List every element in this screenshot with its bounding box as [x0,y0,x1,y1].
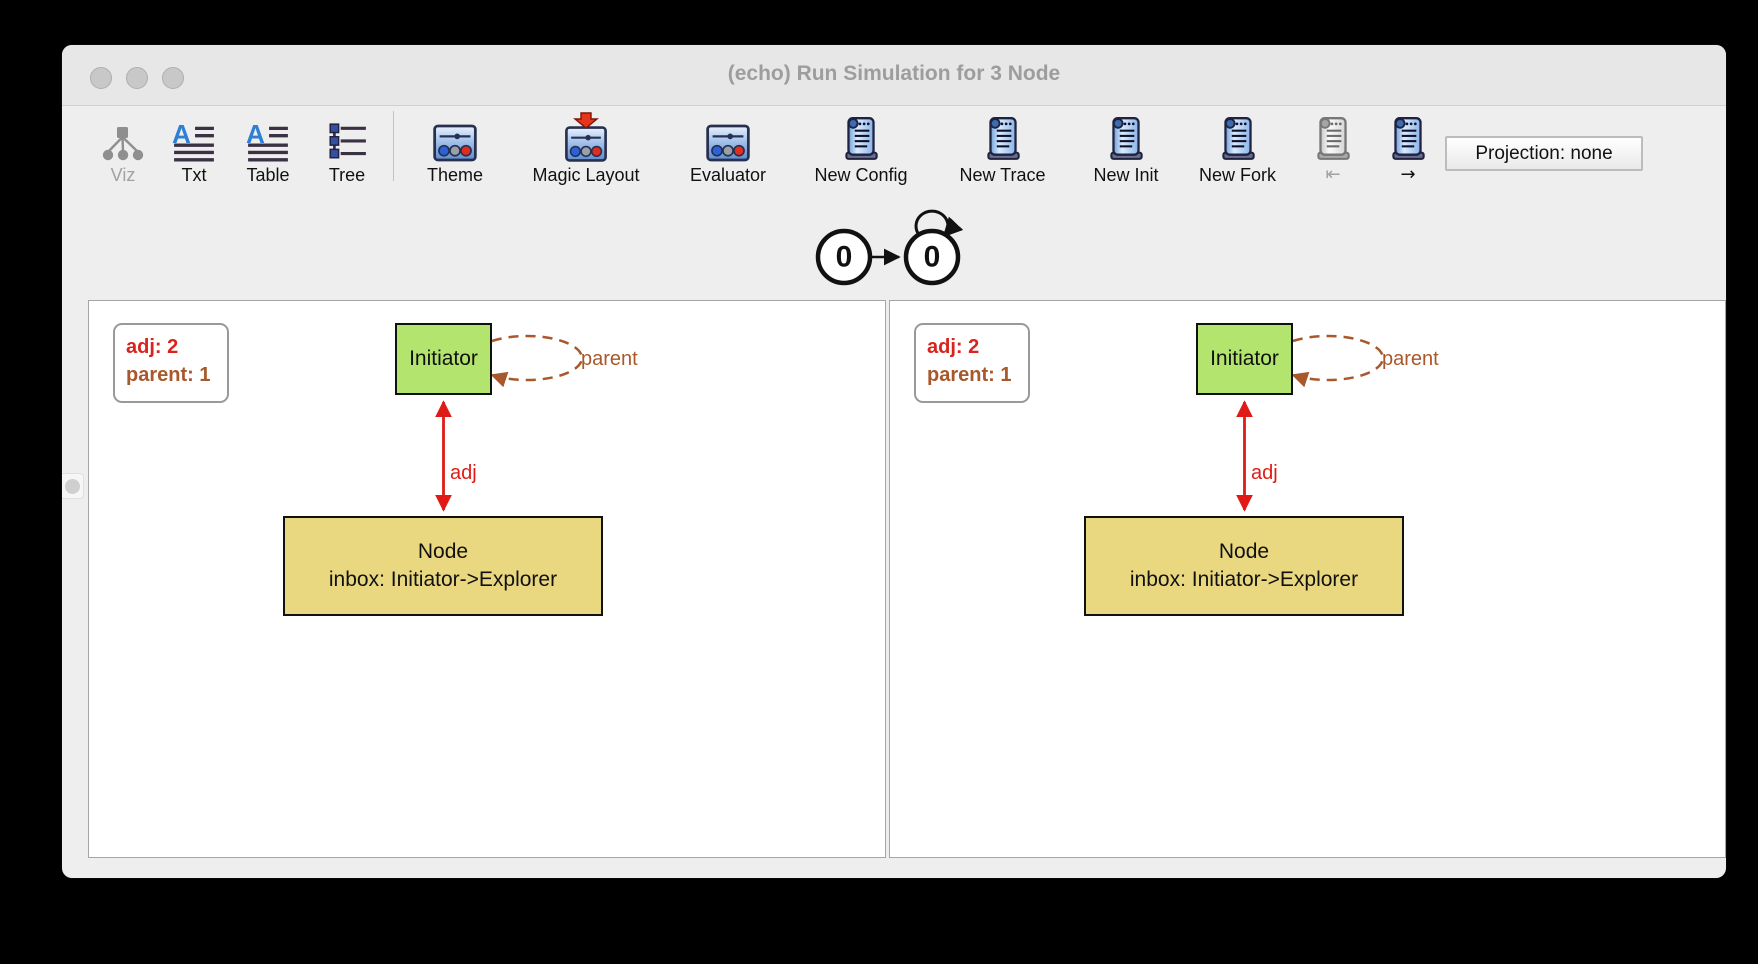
adj-edge-label: adj [1251,462,1278,484]
skolem-legend: adj: 2 parent: 1 [113,323,229,403]
node-node[interactable]: Node inbox: Initiator->Explorer [283,516,603,616]
toolbar-item-forward[interactable]: → [1383,107,1433,185]
toolbar-item-viz[interactable]: Viz [93,107,153,185]
node-inbox-text: inbox: Initiator->Explorer [1129,568,1359,591]
projection-button[interactable]: Projection: none [1445,136,1643,171]
text-lines-icon [172,112,216,162]
parent-edge-label: parent [1382,348,1439,370]
toolbar-item-new-init[interactable]: New Init [1081,107,1171,185]
adj-edge-label: adj [450,462,477,484]
parent-edge-label: parent [581,348,638,370]
close-button[interactable] [90,67,112,89]
scroll-icon [1219,112,1257,162]
tree-outline-icon [326,112,368,162]
node-title: Node [417,540,469,563]
panel-left: adj parent adj: 2 parent: 1 Initiator No… [88,300,886,858]
node-node[interactable]: Node inbox: Initiator->Explorer [1084,516,1404,616]
left-graph-edges: adj parent [435,334,638,512]
trace-self-loop [914,209,964,238]
toolbar-item-table[interactable]: Table [233,107,303,185]
legend-parent-text: parent: 1 [927,364,1012,386]
toolbar-item-new-fork[interactable]: New Fork [1190,107,1285,185]
window-title: (echo) Run Simulation for 3 Node [727,62,1061,85]
parent-edge [1291,334,1385,388]
theme-sliders-icon [433,112,477,162]
node-title: Node [1218,540,1270,563]
legend-adj-text: adj: 2 [126,336,179,358]
node-inbox-text: inbox: Initiator->Explorer [328,568,558,591]
evaluator-sliders-icon [706,112,750,162]
split-pane-handle-dot [65,479,80,494]
toolbar-item-new-trace[interactable]: New Trace [950,107,1055,185]
toolbar-item-back[interactable]: ⇤ [1308,107,1358,185]
toolbar-item-new-config[interactable]: New Config [806,107,916,185]
initiator-node[interactable]: Initiator [395,323,492,395]
trace-state-0[interactable] [815,228,873,286]
initiator-node[interactable]: Initiator [1196,323,1293,395]
magic-layout-icon [564,112,608,162]
toolbar-item-txt[interactable]: Txt [164,107,224,185]
toolbar-separator [393,111,394,181]
toolbar-item-tree[interactable]: Tree [317,107,377,185]
split-pane-handle[interactable] [62,473,84,499]
minimize-button[interactable] [126,67,148,89]
toolbar-item-evaluator[interactable]: Evaluator [678,107,778,185]
viz-window: (echo) Run Simulation for 3 Node Viz Txt… [62,45,1726,878]
svg-text:0: 0 [924,241,941,274]
scroll-icon [984,112,1022,162]
skolem-legend: adj: 2 parent: 1 [914,323,1030,403]
table-text-icon [246,112,290,162]
scroll-icon [1107,112,1145,162]
trace-graph: 0 0 [815,209,964,286]
scroll-icon [842,112,880,162]
title-bar[interactable]: (echo) Run Simulation for 3 Node [62,45,1726,106]
legend-adj-text: adj: 2 [927,336,980,358]
panel-right: adj parent adj: 2 parent: 1 Initiator No… [889,300,1726,858]
zoom-button[interactable] [162,67,184,89]
svg-text:0: 0 [836,241,853,274]
scroll-forward-icon [1389,112,1427,162]
scroll-back-icon [1314,112,1352,162]
toolbar-item-magic-layout[interactable]: Magic Layout [521,107,651,185]
legend-parent-text: parent: 1 [126,364,211,386]
viz-graph-icon [101,112,145,162]
parent-edge [490,334,584,388]
right-graph-edges: adj parent [1236,334,1439,512]
toolbar-item-theme[interactable]: Theme [415,107,495,185]
trace-state-1[interactable] [903,228,961,286]
